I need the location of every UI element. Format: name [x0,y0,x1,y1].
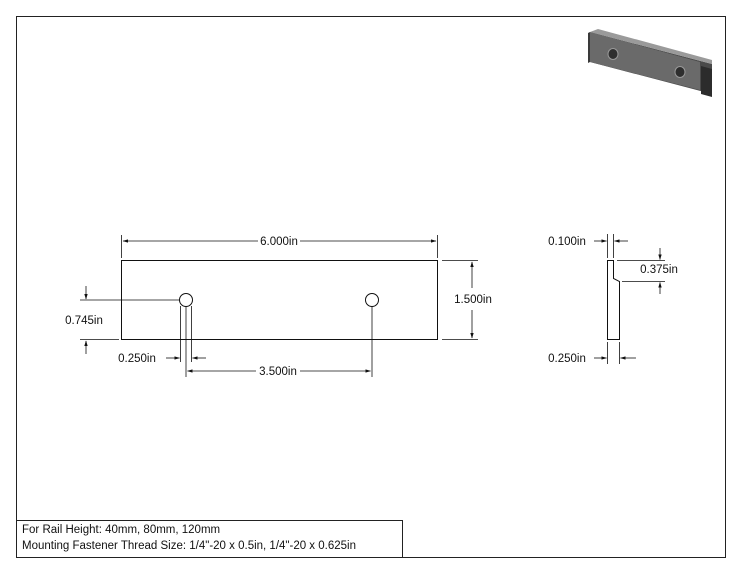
sheet-border [16,16,726,558]
dim-hole-spacing: 3.500in [259,366,297,378]
dim-overall-length: 6.000in [260,236,298,248]
front-view: 6.000in 1.500in 0.745in 0.250in 3.500in [65,235,492,378]
dim-overall-depth: 0.250in [548,353,586,365]
mounting-hole [179,293,193,307]
iso-hole-icon [607,48,619,60]
dim-hole-diameter: 0.250in [118,353,156,365]
side-profile [607,260,620,340]
side-view: 0.100in 0.375in 0.250in [548,234,678,365]
dim-hole-offset-vertical: 0.745in [65,315,103,327]
dim-lip-height: 0.375in [640,264,678,276]
note-fastener-size: Mounting Fastener Thread Size: 1/4"-20 x… [22,540,356,552]
note-rail-height: For Rail Height: 40mm, 80mm, 120mm [22,524,221,536]
iso-view-thumbnail [588,29,712,97]
mounting-hole [365,293,379,307]
dim-plate-thickness: 0.100in [548,236,586,248]
iso-hole-icon [674,66,686,78]
dim-height: 1.500in [454,294,492,306]
